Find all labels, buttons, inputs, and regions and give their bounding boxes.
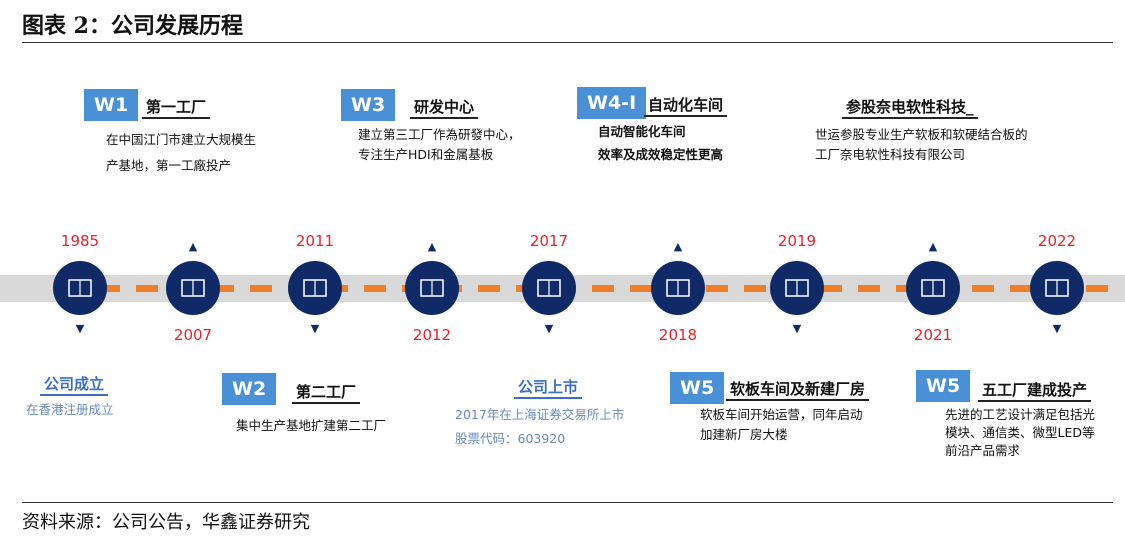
- event-heading: 自动化车间: [644, 94, 728, 117]
- figure-title: 图表 2：公司发展历程: [22, 13, 243, 39]
- factory-icon: [666, 279, 690, 297]
- event-heading: 第一工厂: [142, 96, 211, 119]
- event-text: 2017年在上海证券交易所上市股票代码：603920: [455, 407, 625, 446]
- event-heading: 公司上市: [514, 376, 583, 399]
- timeline-node: [1030, 261, 1084, 315]
- year-label: 2022: [1037, 232, 1077, 250]
- year-label: 2021: [913, 326, 953, 344]
- factory-icon: [303, 279, 327, 297]
- timeline-node: [166, 261, 220, 315]
- triangle-up-icon: ▲: [188, 240, 198, 253]
- factory-icon: [785, 279, 809, 297]
- event-heading: 参股奈电软性科技_: [842, 96, 978, 119]
- top-divider: [22, 42, 1113, 43]
- event-text: 在中国江门市建立大规模生产基地，第一工廠投产: [106, 132, 257, 173]
- bottom-divider: [22, 502, 1113, 503]
- badge-w2: W2: [222, 373, 277, 405]
- year-label: 2012: [412, 326, 452, 344]
- timeline-node: [288, 261, 342, 315]
- triangle-down-icon: ▼: [544, 322, 554, 335]
- factory-icon: [537, 279, 561, 297]
- event-text: 自动智能化车间效率及成效稳定性更高: [598, 124, 724, 162]
- year-label: 1985: [60, 232, 100, 250]
- factory-icon: [68, 279, 92, 297]
- triangle-down-icon: ▼: [75, 322, 85, 335]
- event-text: 集中生产基地扩建第二工厂: [236, 418, 387, 433]
- badge-w3: W3: [341, 89, 396, 121]
- timeline-node: [53, 261, 107, 315]
- event-text: 软板车间开始运营，同年启动加建新厂房大楼: [700, 407, 863, 442]
- triangle-down-icon: ▼: [310, 322, 320, 335]
- badge-w4: W4-I: [577, 87, 647, 119]
- badge-w5-second: W5: [916, 370, 971, 402]
- year-label: 2017: [529, 232, 569, 250]
- event-text: 建立第三工厂作為研發中心，专注生产HDI和金属基板: [358, 127, 521, 162]
- event-heading: 研发中心: [410, 96, 479, 119]
- factory-icon: [181, 279, 205, 297]
- event-text: 在香港注册成立: [26, 402, 114, 417]
- timeline-node: [405, 261, 459, 315]
- event-text: 世运参股专业生产软板和软硬结合板的工厂奈电软性科技有限公司: [815, 127, 1028, 162]
- timeline-node: [651, 261, 705, 315]
- source-note: 资料来源：公司公告，华鑫证券研究: [22, 512, 310, 533]
- event-heading: 软板车间及新建厂房: [726, 378, 870, 401]
- timeline-node: [770, 261, 824, 315]
- event-text: 先进的工艺设计满足包括光模块、通信类、微型LED等前沿产品需求: [945, 407, 1096, 458]
- year-label: 2007: [173, 326, 213, 344]
- year-label: 2018: [658, 326, 698, 344]
- timeline-dashes: [60, 285, 1110, 292]
- timeline-node: [522, 261, 576, 315]
- triangle-down-icon: ▼: [792, 322, 802, 335]
- badge-w5: W5: [670, 372, 725, 404]
- year-label: 2019: [777, 232, 817, 250]
- triangle-up-icon: ▲: [673, 240, 683, 253]
- factory-icon: [420, 279, 444, 297]
- event-heading: 第二工厂: [292, 381, 361, 404]
- event-heading: 五工厂建成投产: [978, 379, 1092, 402]
- year-label: 2011: [295, 232, 335, 250]
- timeline-node: [906, 261, 960, 315]
- factory-icon: [921, 279, 945, 297]
- factory-icon: [1045, 279, 1069, 297]
- badge-w1: W1: [84, 89, 139, 121]
- triangle-up-icon: ▲: [928, 240, 938, 253]
- triangle-up-icon: ▲: [427, 240, 437, 253]
- triangle-down-icon: ▼: [1052, 322, 1062, 335]
- event-heading: 公司成立: [40, 373, 109, 396]
